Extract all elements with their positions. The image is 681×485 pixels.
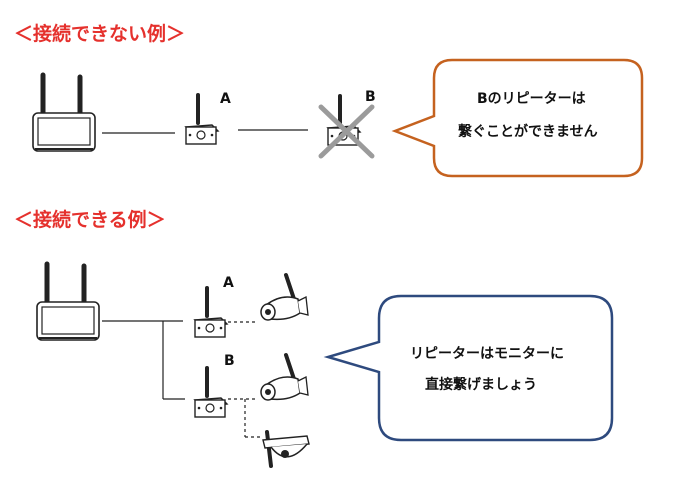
bad-example-heading: ＜接続できない例＞ [14, 23, 186, 45]
cross-mark-icon [318, 104, 375, 159]
monitor-icon [37, 264, 99, 340]
repeater-a-icon [193, 286, 229, 339]
repeater-a-label: A [220, 91, 231, 107]
bubble-bad-line2: 繋ぐことができません [458, 124, 598, 140]
bullet-camera-icon [259, 273, 310, 322]
repeater-b-label: B [224, 353, 235, 369]
repeater-b-icon [193, 366, 229, 419]
speech-bubble-bad [391, 58, 644, 178]
speech-bubble-good [323, 294, 614, 442]
bubble-bad-line1: Bのリピーターは [477, 91, 586, 107]
repeater-a-label: A [223, 275, 234, 291]
repeater-a-icon [184, 93, 220, 146]
repeater-b-label: B [365, 89, 376, 105]
bubble-good-line1: リピーターはモニターに [410, 346, 564, 362]
bullet-camera-icon [259, 353, 310, 402]
dome-camera-icon [261, 430, 311, 468]
monitor-icon [33, 75, 95, 151]
good-example-heading: ＜接続できる例＞ [14, 209, 166, 231]
bubble-good-line2: 直接繋げましょう [425, 377, 537, 393]
